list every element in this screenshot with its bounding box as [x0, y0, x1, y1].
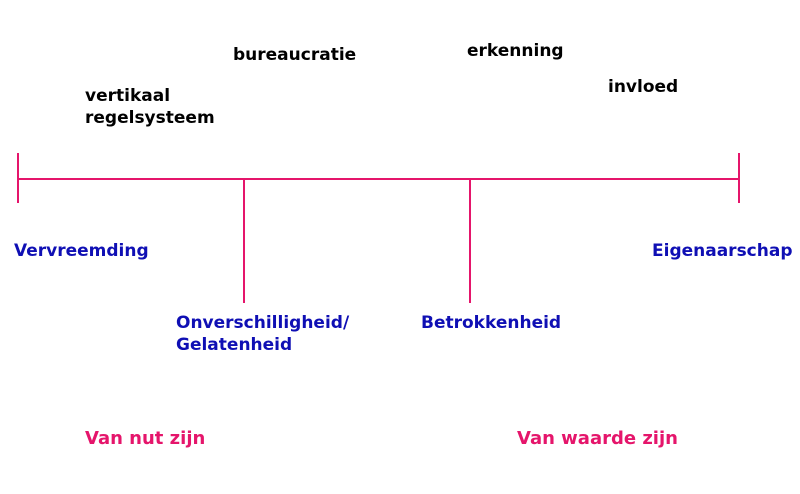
label-van-nut-zijn: Van nut zijn	[85, 428, 206, 449]
label-betrokkenheid: Betrokkenheid	[421, 313, 562, 333]
label-vervreemding: Vervreemding	[14, 241, 149, 261]
label-vertikaal: vertikaal	[85, 86, 171, 106]
label-eigenaarschap: Eigenaarschap	[652, 241, 793, 261]
label-invloed: invloed	[608, 77, 679, 97]
label-onverschilligheid: Onverschilligheid/	[176, 313, 350, 333]
label-gelatenheid: Gelatenheid	[176, 335, 293, 355]
label-erkenning: erkenning	[467, 41, 564, 61]
label-van-waarde-zijn: Van waarde zijn	[517, 428, 678, 449]
label-regelsysteem: regelsysteem	[85, 108, 215, 128]
label-bureaucratie: bureaucratie	[233, 45, 357, 65]
